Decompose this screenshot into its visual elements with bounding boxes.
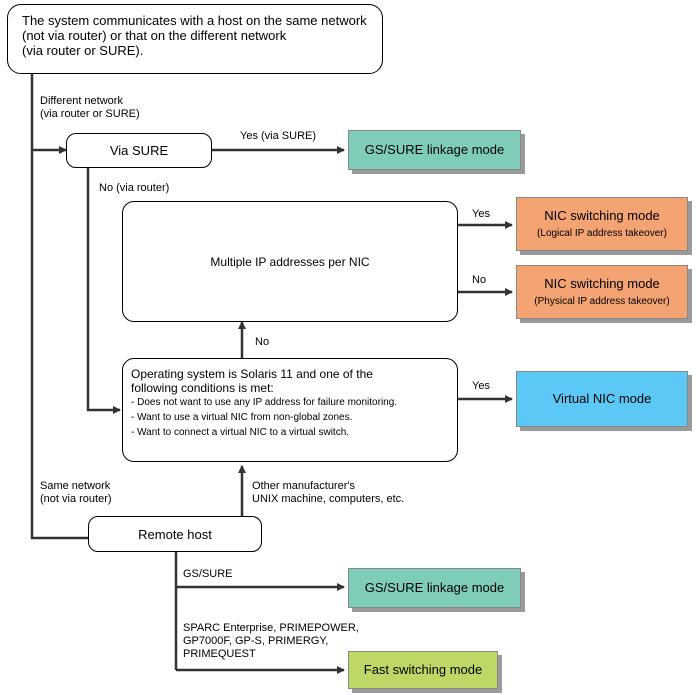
gs-sure-label: GS/SURE — [183, 568, 233, 580]
os-condition-line-4: - Want to use a virtual NIC from non-glo… — [131, 412, 353, 423]
via-sure-label: Via SURE — [109, 143, 169, 158]
sparc-list-line-3: PRIMEQUEST — [183, 648, 256, 660]
different-network-line-1: Different network — [40, 95, 123, 107]
gs-sure-linkage-mode-box-2: GS/SURE linkage mode — [348, 568, 521, 608]
remote-host-node: Remote host — [88, 516, 262, 552]
nic-switching-physical-sub: (Physical IP address takeover) — [534, 296, 670, 307]
no-label-1: No — [472, 274, 487, 286]
nic-switching-logical-main: NIC switching mode — [544, 208, 660, 223]
trunk-line — [30, 74, 88, 540]
os-condition-line-1: Operating system is Solaris 11 and one o… — [131, 367, 373, 381]
yes-label-1: Yes — [472, 208, 490, 220]
top-question-box: The system communicates with a host on t… — [7, 4, 383, 74]
no-via-router-label: No (via router) — [99, 182, 170, 194]
sparc-list-line-1: SPARC Enterprise, PRIMEPOWER, — [183, 622, 359, 634]
sparc-list-label: SPARC Enterprise, PRIMEPOWER, GP7000F, G… — [183, 622, 359, 661]
nic-switching-physical-box: NIC switching mode (Physical IP address … — [516, 265, 688, 319]
nic-switching-logical-box: NIC switching mode (Logical IP address t… — [516, 197, 688, 251]
fast-switching-mode-box: Fast switching mode — [348, 651, 498, 689]
virtual-nic-mode-label: Virtual NIC mode — [552, 391, 652, 406]
gs-sure-linkage-mode-label-2: GS/SURE linkage mode — [364, 580, 505, 595]
via-sure-decision: Via SURE — [66, 133, 212, 168]
multiple-ip-label: Multiple IP addresses per NIC — [210, 254, 370, 269]
nic-switching-physical-main: NIC switching mode — [544, 276, 660, 291]
gs-sure-linkage-mode-box-1: GS/SURE linkage mode — [348, 130, 521, 170]
fast-switching-mode-label: Fast switching mode — [363, 662, 483, 677]
os-condition-line-5: - Want to connect a virtual NIC to a vir… — [131, 427, 350, 438]
other-manufacturer-line-1: Other manufacturer's — [252, 480, 355, 492]
same-network-line-1: Same network — [40, 480, 111, 492]
os-condition-decision: Operating system is Solaris 11 and one o… — [122, 358, 458, 462]
top-question-line-2: (not via router) or that on the differen… — [22, 28, 287, 43]
virtual-nic-mode-box: Virtual NIC mode — [516, 371, 688, 427]
multiple-ip-decision: Multiple IP addresses per NIC — [122, 201, 458, 322]
different-network-label: Different network (via router or SURE) — [40, 95, 140, 121]
no-up-label: No — [255, 336, 270, 348]
other-manufacturer-label: Other manufacturer's UNIX machine, compu… — [252, 480, 404, 506]
remote-host-label: Remote host — [138, 526, 212, 542]
top-question-line-1: The system communicates with a host on t… — [22, 13, 367, 28]
via-sure-no-arrow — [86, 168, 121, 414]
different-network-line-2: (via router or SURE) — [40, 108, 140, 120]
os-condition-line-2: following conditions is met: — [131, 381, 274, 395]
os-condition-line-3: - Does not want to use any IP address fo… — [131, 397, 398, 408]
same-network-label: Same network (not via router) — [40, 480, 112, 506]
top-question-line-3: (via router or SURE). — [22, 43, 144, 58]
gs-sure-linkage-mode-label-1: GS/SURE linkage mode — [364, 142, 505, 157]
yes-via-sure-label: Yes (via SURE) — [240, 130, 317, 142]
nic-switching-logical-sub: (Logical IP address takeover) — [537, 228, 667, 239]
sparc-list-line-2: GP7000F, GP-S, PRIMERGY, — [183, 635, 329, 647]
other-manufacturer-line-2: UNIX machine, computers, etc. — [252, 493, 405, 505]
same-network-line-2: (not via router) — [40, 493, 112, 505]
yes-label-2: Yes — [472, 380, 490, 392]
